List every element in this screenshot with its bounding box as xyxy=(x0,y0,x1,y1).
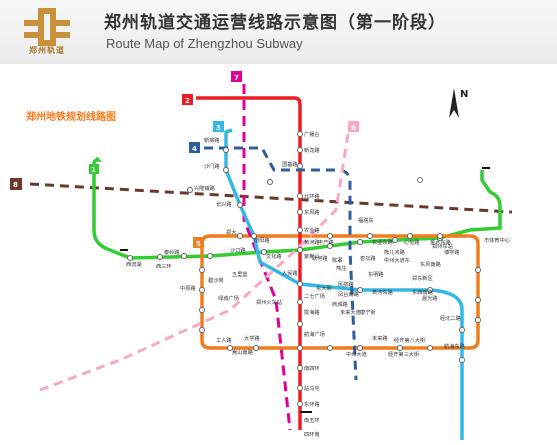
station-label: 南四环 xyxy=(304,364,320,372)
station-label: 沙口路 xyxy=(230,246,246,254)
station-label: 新龙路 xyxy=(304,146,320,154)
station-label: 西流湖 xyxy=(126,260,142,268)
station-label: 未来路 xyxy=(372,334,388,342)
station-label: 东西南路 xyxy=(412,288,434,296)
compass-label: N xyxy=(460,89,468,100)
station-label: 郑州火车站 xyxy=(256,298,282,306)
station-label: 耿河路 xyxy=(312,254,328,262)
page-subtitle: Route Map of Zhengzhou Subway xyxy=(106,36,303,51)
station-label: 人民路 xyxy=(282,269,298,277)
station-label: 郑州东站 xyxy=(432,242,453,250)
line-5-badge: 5 xyxy=(196,240,201,248)
station-label: 晨光路 xyxy=(422,294,438,302)
station-label: 东大街 xyxy=(316,284,332,292)
station-label: 航海东路 xyxy=(444,342,466,350)
station-label: 站马屯 xyxy=(304,384,320,392)
station-label: 农业东路 xyxy=(372,238,394,246)
station-label: 秦岭路 xyxy=(164,248,180,256)
station-label: 凤台南路 xyxy=(338,290,360,298)
line-2-badge: 2 xyxy=(185,97,190,105)
north-arrow-icon: N xyxy=(449,88,468,118)
station-label: 沙门路 xyxy=(204,162,220,170)
station-label: 杏坛路 xyxy=(360,254,376,262)
station-label: 未来大道 xyxy=(340,308,361,316)
station-label: 商城路 xyxy=(332,300,348,308)
station-markers xyxy=(127,131,481,407)
station-label: 经开第三大街 xyxy=(388,350,419,358)
line-6: 6 xyxy=(39,121,359,392)
station-label: 郑大 xyxy=(226,228,236,236)
station-label: 金水东路 xyxy=(430,238,452,246)
line-1-badge: 1 xyxy=(91,166,96,174)
station-label: 东风路 xyxy=(304,208,320,216)
station-label: 燕庄 xyxy=(336,264,346,272)
station-label: 南阳路 xyxy=(254,236,270,244)
station-label: 经开第八大街 xyxy=(394,336,425,344)
station-label: 北环路 xyxy=(304,192,320,200)
station-label: 文化路 xyxy=(266,252,282,260)
station-label: 中州大道东 xyxy=(384,256,410,264)
station-label: 工人路 xyxy=(216,336,232,344)
station-label: 东环路 xyxy=(304,400,320,408)
station-label: 西三环 xyxy=(156,263,172,270)
station-label: 东明路 xyxy=(368,270,384,278)
line-2: 2 xyxy=(182,94,312,430)
station-label: 农业路 xyxy=(304,226,320,234)
station-label: 丰产路 xyxy=(318,238,334,246)
station-label: 兴隆铺路 xyxy=(194,184,216,192)
station-label: 经北二路 xyxy=(440,314,462,322)
station-label: 南五环 xyxy=(304,416,320,424)
station-label: 新柳路 xyxy=(204,136,220,144)
line-1: 1 xyxy=(89,156,502,260)
zhengzhou-metro-logo-icon xyxy=(24,8,70,46)
station-label: 中州大道 xyxy=(346,350,367,358)
plan-label: 郑州地铁规划线路图 xyxy=(26,110,116,123)
station-label: 国基路 xyxy=(282,160,298,168)
station-label: 博学路 xyxy=(444,248,460,256)
station-label: 广播台 xyxy=(304,130,320,138)
line-8-badge: 8 xyxy=(13,181,18,189)
line-6-badge: 6 xyxy=(351,124,356,132)
station-label: 心怡路 xyxy=(404,238,420,246)
line-4-badge: 4 xyxy=(192,145,197,153)
line-4: 4 xyxy=(189,142,358,381)
logo-text: 郑州轨道 xyxy=(29,46,65,55)
line-8: 8 xyxy=(10,178,513,214)
station-label: 碧沙岗 xyxy=(208,276,224,284)
station-labels: 广播台 新龙路 国基路 北环路 东风路 农业路 黄河路 紫荆山 人民路 二七广场… xyxy=(126,130,510,438)
station-label: 康宁街 xyxy=(360,308,376,316)
subway-map: N 郑州地铁规划线路图 8 1 5 2 xyxy=(10,71,513,440)
station-label: 陇海路 xyxy=(304,308,320,316)
station-label: 陈寨 xyxy=(332,256,342,264)
header-banner: 郑州轨道 郑州轨道交通运营线路示意图（第一阶段） Route Map of Zh… xyxy=(0,0,557,64)
line-3: 3 xyxy=(213,121,464,440)
station-label: 郑东新区 xyxy=(412,274,433,282)
station-label: 市体育中心 xyxy=(484,236,510,244)
station-label: 二七广场 xyxy=(304,292,325,300)
line-5: 5 xyxy=(193,234,480,350)
station-label: 黄河东路 xyxy=(372,288,394,296)
station-label: 嵩山南路 xyxy=(232,348,254,356)
station-label: 东风南路 xyxy=(420,260,442,268)
page-title: 郑州轨道交通运营线路示意图（第一阶段） xyxy=(104,13,446,33)
station-label: 熊儿河路 xyxy=(384,248,406,256)
station-label: 紫荆山 xyxy=(304,252,320,260)
station-label: 航海广场 xyxy=(304,330,325,338)
station-label: 大学路 xyxy=(244,334,260,342)
station-label: 黄河路 xyxy=(304,238,320,246)
station-label: 四环南 xyxy=(304,430,320,438)
station-label: 民航路 xyxy=(338,280,354,288)
station-label: 长兴路 xyxy=(216,200,232,208)
station-label: 五里堡 xyxy=(232,270,248,278)
station-label: 绿城广场 xyxy=(218,294,239,302)
line-3-badge: 3 xyxy=(216,124,221,132)
station-label: 福塔东 xyxy=(358,216,374,224)
station-label: 中原路 xyxy=(180,284,196,292)
line-7-badge: 7 xyxy=(234,74,239,82)
